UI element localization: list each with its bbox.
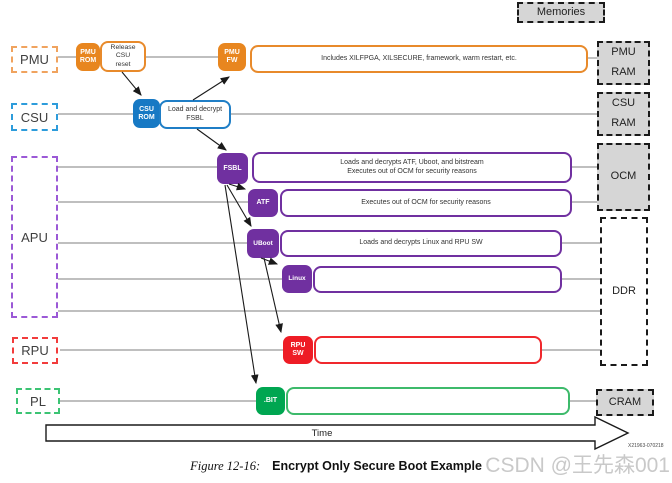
figure-caption: Figure 12-16: Encrypt Only Secure Boot E…: [0, 459, 672, 474]
note-rpu-empty: [314, 336, 542, 364]
arrow-fsbl-to-atf: [228, 182, 247, 191]
lane-csu: CSU: [11, 103, 58, 131]
watermark: CSDN @王先森001: [485, 454, 670, 477]
lane-pl: PL: [16, 388, 60, 414]
arrow-loadfsbl-to-pmufw: [192, 76, 230, 101]
lane-apu: APU: [11, 156, 58, 318]
node-csu-rom: CSU ROM: [133, 99, 160, 128]
time-axis-label: Time: [312, 428, 333, 439]
node-bit: .BIT: [256, 387, 285, 415]
arrow-loadfsbl-to-fsbl: [196, 128, 227, 151]
mem-ddr: DDR: [600, 217, 648, 366]
node-uboot: UBoot: [247, 229, 279, 258]
mem-ocm: OCM: [597, 143, 650, 211]
arrow-uboot-to-linux: [260, 257, 279, 265]
lane-pmu: PMU: [11, 46, 58, 73]
memories-header: Memories: [517, 2, 605, 23]
mem-pmu-ram: PMU RAM: [597, 41, 650, 85]
arrow-uboot-to-rpusw: [263, 257, 283, 334]
note-linux-empty: [313, 266, 562, 293]
figure-title: Encrypt Only Secure Boot Example: [272, 459, 482, 473]
node-fsbl: FSBL: [217, 153, 248, 184]
node-atf: ATF: [248, 189, 278, 217]
note-fsbl: Loads and decrypts ATF, Uboot, and bitst…: [252, 152, 572, 183]
node-pmu-rom: PMU ROM: [76, 43, 100, 71]
node-rpu-sw: RPU SW: [283, 336, 313, 364]
node-pmu-fw: PMU FW: [218, 43, 246, 71]
note-uboot: Loads and decrypts Linux and RPU SW: [280, 230, 562, 257]
mem-cram: CRAM: [596, 389, 654, 416]
note-pmu-fw: Includes XILFPGA, XILSECURE, framework, …: [250, 45, 588, 73]
arrow-release-to-csurom: [121, 71, 142, 96]
mem-csu-ram: CSU RAM: [597, 92, 650, 136]
node-release-csu-reset: Release CSU reset: [100, 41, 146, 72]
note-bit-empty: [286, 387, 570, 415]
lane-rpu: RPU: [12, 337, 58, 364]
node-linux: Linux: [282, 265, 312, 293]
time-axis-arrow: [45, 415, 630, 451]
node-load-decrypt-fsbl: Load and decrypt FSBL: [159, 100, 231, 129]
figure-number: Figure 12-16:: [190, 459, 261, 473]
figure-code: X21963-070218: [628, 443, 664, 449]
note-atf: Executes out of OCM for security reasons: [280, 189, 572, 217]
